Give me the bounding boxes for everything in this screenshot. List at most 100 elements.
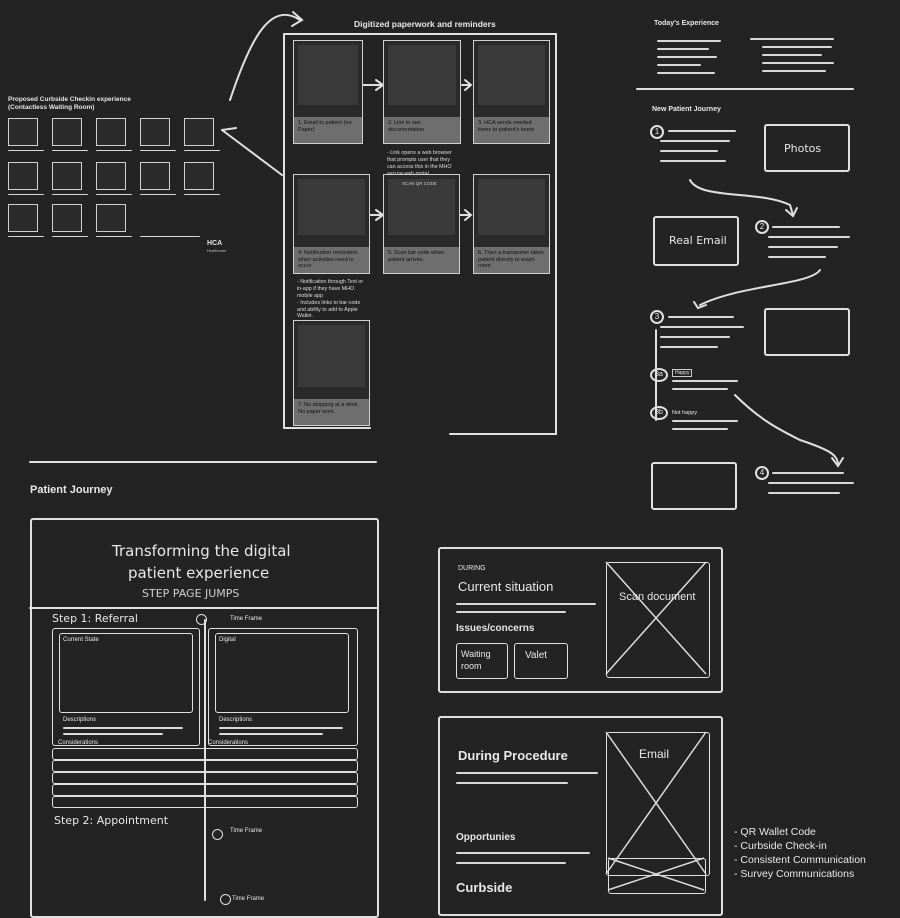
text-placeholder (672, 428, 728, 430)
email-image-label: Email (639, 747, 670, 761)
text-placeholder (456, 611, 566, 613)
opportunities-label: Opportunies (456, 832, 516, 843)
text-placeholder (768, 492, 840, 494)
current-state-panel: Current State Descriptions (52, 628, 200, 746)
storyboard-caption (8, 194, 44, 195)
storyboard-caption (8, 150, 44, 151)
presenter-illustration (298, 45, 358, 105)
text-placeholder (660, 160, 726, 162)
text-placeholder (768, 246, 838, 248)
issue-chip: Valet (514, 643, 568, 679)
curbside-label: Curbside (456, 880, 513, 895)
time-frame-label: Time Frame (232, 896, 265, 902)
issues-title: Issues/concerns (456, 623, 535, 634)
current-state-frame: Current State (59, 633, 193, 713)
text-placeholder (660, 336, 730, 338)
text-placeholder (762, 62, 834, 64)
storyboard-subtitle: (Contactless Waiting Room) (8, 104, 95, 111)
storyboard-caption (52, 236, 88, 237)
no-desk-illustration (298, 325, 365, 387)
clock-icon (196, 614, 207, 625)
step-caption: 6. Then a transporter takes patient dire… (474, 247, 549, 273)
text-placeholder (456, 782, 568, 784)
procedure-card: During Procedure Email Opportunies Curbs… (438, 716, 723, 916)
step-caption: 5. Scan bar code when patient arrives. (384, 247, 459, 273)
text-placeholder (668, 130, 736, 132)
during-procedure-title: During Procedure (458, 748, 568, 763)
bullet-item: - Consistent Communication (734, 854, 866, 866)
scan-document-label: Scan document (619, 591, 696, 603)
storyboard-caption (96, 236, 132, 237)
step-tile-5: SCAN QR CODE 5. Scan bar code when patie… (383, 174, 460, 274)
home-illustration (478, 45, 545, 105)
text-placeholder (657, 48, 709, 50)
text-placeholder (657, 56, 717, 58)
photos-label: Photos (784, 142, 822, 155)
storyboard-caption (96, 194, 132, 195)
scan-qr-label: SCAN QR CODE (402, 181, 437, 186)
real-email-box: Real Email (653, 216, 739, 266)
step-1-referral: Step 1: Referral (52, 612, 138, 625)
storyboard-panel (8, 162, 38, 190)
image-placeholder: Scan document (606, 562, 710, 678)
text-placeholder (768, 236, 850, 238)
photos-box: Photos (764, 124, 850, 172)
step-number-badge: 3b (650, 406, 668, 420)
considerations-row (52, 784, 358, 796)
considerations-label: Considerations (208, 740, 249, 746)
storyboard-panel (52, 204, 82, 232)
image-placeholder-box (651, 462, 737, 510)
patient-journey-card: Transforming the digital patient experie… (30, 518, 379, 918)
storyboard-caption (8, 236, 44, 237)
storyboard-grid (8, 118, 220, 248)
text-placeholder (660, 140, 730, 142)
text-placeholder (657, 40, 721, 42)
considerations-row (52, 772, 358, 784)
text-placeholder (750, 38, 834, 40)
chip-label: Waiting room (461, 649, 491, 671)
step-tile-3: 3. HCA sends needed items to patient's h… (473, 40, 550, 144)
descriptions-label: Descriptions (219, 717, 253, 723)
real-email-label: Real Email (669, 234, 727, 247)
digital-frame: Digital (215, 633, 349, 713)
text-placeholder (762, 70, 826, 72)
bullet-item: - Curbside Check-in (734, 840, 827, 852)
todays-experience-title: Today's Experience (654, 20, 719, 27)
text-placeholder (456, 852, 590, 854)
storyboard-panel (96, 204, 126, 232)
storyboard-caption (184, 194, 220, 195)
step-tile-1: 1. Email to patient (no Paper) (293, 40, 363, 144)
current-state-label: Current State (63, 637, 99, 643)
step-caption: 2. Link to see documentation (384, 117, 460, 143)
storyboard-caption (140, 236, 200, 237)
text-placeholder (456, 772, 598, 774)
bullet-item: - Survey Communications (734, 868, 855, 880)
text-placeholder (660, 326, 744, 328)
storyboard-caption (52, 150, 88, 151)
storyboard-panel (140, 162, 170, 190)
considerations-label: Considerations (58, 740, 99, 746)
qr-code-illustration (388, 179, 455, 235)
happy-label: Happy (672, 369, 693, 377)
phone-notification-illustration (298, 179, 365, 235)
storyboard-caption (96, 150, 132, 151)
considerations-row (52, 748, 358, 760)
storyboard-panel (52, 162, 82, 190)
storyboard-panel (140, 118, 170, 146)
step-caption: 1. Email to patient (no Paper) (294, 117, 362, 143)
step-caption: 4. Notification reminders when activitie… (294, 247, 369, 273)
considerations-row (52, 760, 358, 772)
text-placeholder (768, 482, 854, 484)
step-number-badge: 2 (755, 220, 769, 234)
storyboard-caption (140, 150, 176, 151)
storyboard-panel (96, 162, 126, 190)
storyboard-caption (52, 194, 88, 195)
text-placeholder (672, 420, 738, 422)
text-placeholder (762, 54, 822, 56)
step-number-badge: 3 (650, 310, 664, 324)
digitized-title: Digitized paperwork and reminders (354, 19, 496, 29)
step-tile-7: 7. No stopping at a desk. No paper work. (293, 320, 370, 426)
text-placeholder (768, 256, 826, 258)
text-placeholder (657, 64, 701, 66)
card-title-line1: Transforming the digital (112, 542, 291, 560)
